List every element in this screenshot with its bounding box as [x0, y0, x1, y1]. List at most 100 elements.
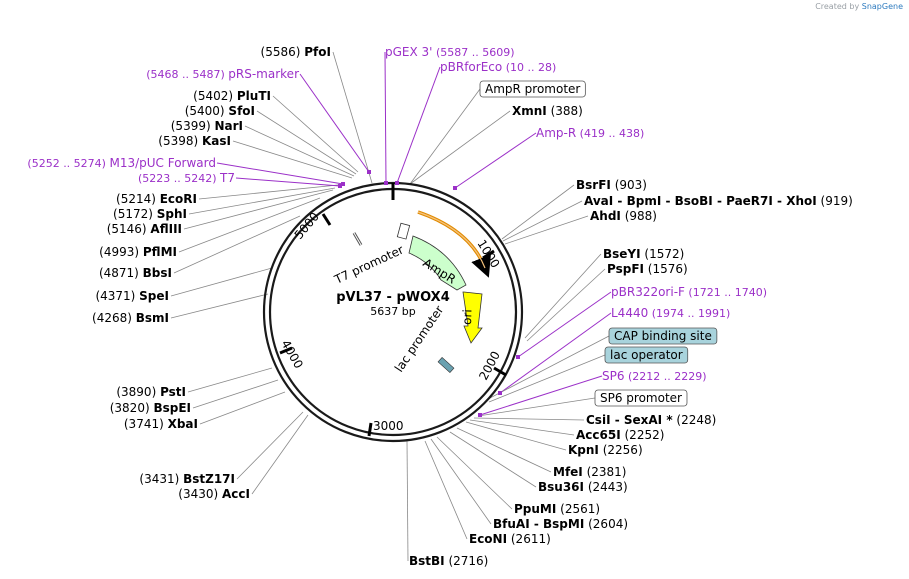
leader-line — [424, 440, 468, 540]
primer-site-marker — [367, 170, 371, 174]
primer-name: pGEX 3' — [385, 45, 432, 59]
enzyme-position: (1572) — [641, 247, 685, 261]
enzyme-position: (4268) — [92, 311, 136, 325]
primer-label: SP6 (2212 .. 2229) — [602, 369, 707, 383]
enzyme-name: BsmI — [136, 311, 169, 325]
enzyme-position: (5398) — [158, 134, 202, 148]
enzyme-name: XbaI — [168, 417, 198, 431]
leader-line — [251, 414, 309, 495]
enzyme-position: (4871) — [99, 266, 143, 280]
enzyme-label: Bsu36I (2443) — [538, 480, 628, 494]
leader-line — [235, 177, 341, 187]
enzyme-position: (388) — [547, 104, 583, 118]
tick-label: 3000 — [373, 419, 404, 433]
enzyme-label: (3820) BspEI — [110, 401, 191, 415]
primer-range: (5223 .. 5242) — [138, 172, 220, 185]
enzyme-name: SphI — [157, 207, 187, 221]
primer-label: (5223 .. 5242) T7 — [138, 171, 235, 185]
primer-site-marker — [341, 182, 345, 186]
enzyme-position: (3430) — [178, 487, 222, 501]
enzyme-name: BstZ17I — [183, 472, 235, 486]
enzyme-position: (2248) — [673, 413, 717, 427]
feature-box: SP6 promoter — [594, 389, 688, 407]
leader-line — [187, 367, 273, 393]
enzyme-name: BsrFI — [576, 178, 611, 192]
feature-box: lac operator — [604, 346, 689, 364]
enzyme-name: PflMI — [143, 245, 177, 259]
enzyme-position: (2561) — [556, 502, 600, 516]
primer-name: pRS-marker — [228, 67, 299, 81]
leader-line — [173, 215, 301, 274]
enzyme-label: (5400) SfoI — [185, 104, 255, 118]
enzyme-label: AhdI (988) — [590, 209, 657, 223]
primer-site-marker — [395, 181, 399, 185]
leader-line — [188, 187, 336, 215]
enzyme-label: (5172) SphI — [113, 207, 187, 221]
leader-line — [216, 162, 344, 185]
enzyme-name: PfoI — [304, 45, 331, 59]
primer-site-marker — [453, 186, 457, 190]
enzyme-label: (4993) PflMI — [99, 245, 177, 259]
enzyme-label: (5146) AflIII — [107, 222, 182, 236]
leader-line — [473, 417, 585, 421]
leader-line — [409, 110, 511, 185]
leader-line — [183, 189, 334, 230]
leader-line — [256, 110, 357, 175]
leader-line — [384, 51, 387, 184]
enzyme-label: PpuMI (2561) — [514, 502, 600, 516]
leader-line — [272, 95, 359, 173]
enzyme-name: NarI — [214, 119, 243, 133]
primer-name: M13/pUC Forward — [109, 156, 216, 170]
leader-line — [199, 391, 286, 425]
leader-line — [449, 431, 537, 488]
feature-label-ori: ori — [460, 309, 475, 325]
leader-line — [524, 253, 602, 339]
enzyme-label: CsiI - SexAI * (2248) — [586, 413, 716, 427]
enzyme-label: MfeI (2381) — [553, 465, 626, 479]
enzyme-name: KpnI — [568, 443, 599, 457]
enzyme-name: BspEI — [153, 401, 191, 415]
primer-label: pGEX 3' (5587 .. 5609) — [385, 45, 515, 59]
leader-line — [436, 436, 513, 510]
feature-box-label: SP6 promoter — [600, 391, 682, 405]
ampr-feature — [408, 235, 467, 291]
enzyme-name: AhdI — [590, 209, 621, 223]
enzyme-position: (988) — [621, 209, 657, 223]
enzyme-label: BsrFI (903) — [576, 178, 647, 192]
leader-line — [469, 419, 575, 436]
tick-label: 2000 — [476, 349, 503, 383]
primer-site-marker — [478, 413, 482, 417]
feature-box-label: CAP binding site — [614, 329, 712, 343]
feature-label-t7-promoter: T7 promoter — [331, 243, 405, 288]
enzyme-position: (2381) — [583, 465, 627, 479]
enzyme-label: (3431) BstZ17I — [139, 472, 235, 486]
enzyme-label: (5402) PluTI — [193, 89, 271, 103]
leader-line — [396, 66, 441, 184]
primer-name: L4440 — [611, 306, 648, 320]
primer-name: pBRforEco — [440, 60, 502, 74]
enzyme-position: (3741) — [124, 417, 168, 431]
enzyme-name: Bsu36I — [538, 480, 584, 494]
enzyme-label: EcoNI (2611) — [469, 532, 551, 546]
leader-line — [244, 125, 355, 177]
feature-box: CAP binding site — [608, 327, 718, 345]
leader-line — [170, 293, 269, 319]
enzyme-position: (5399) — [171, 119, 215, 133]
primer-label: Amp-R (419 .. 438) — [536, 126, 644, 140]
enzyme-position: (2256) — [599, 443, 643, 457]
leader-line — [501, 184, 575, 240]
enzyme-position: (2443) — [584, 480, 628, 494]
enzyme-label: (5586) PfoI — [261, 45, 331, 59]
enzyme-name: EcoNI — [469, 532, 507, 546]
enzyme-position: (5400) — [185, 104, 229, 118]
leader-line — [409, 88, 481, 185]
leader-line — [488, 354, 606, 403]
enzyme-position: (2716) — [445, 554, 489, 568]
leader-line — [332, 51, 373, 184]
leader-line — [504, 215, 589, 245]
primer-label: (5468 .. 5487) pRS-marker — [146, 67, 299, 81]
leader-line — [477, 397, 596, 417]
enzyme-position: (2611) — [507, 532, 551, 546]
enzyme-label: (3741) XbaI — [124, 417, 198, 431]
watermark: Created by SnapGene — [815, 2, 903, 11]
